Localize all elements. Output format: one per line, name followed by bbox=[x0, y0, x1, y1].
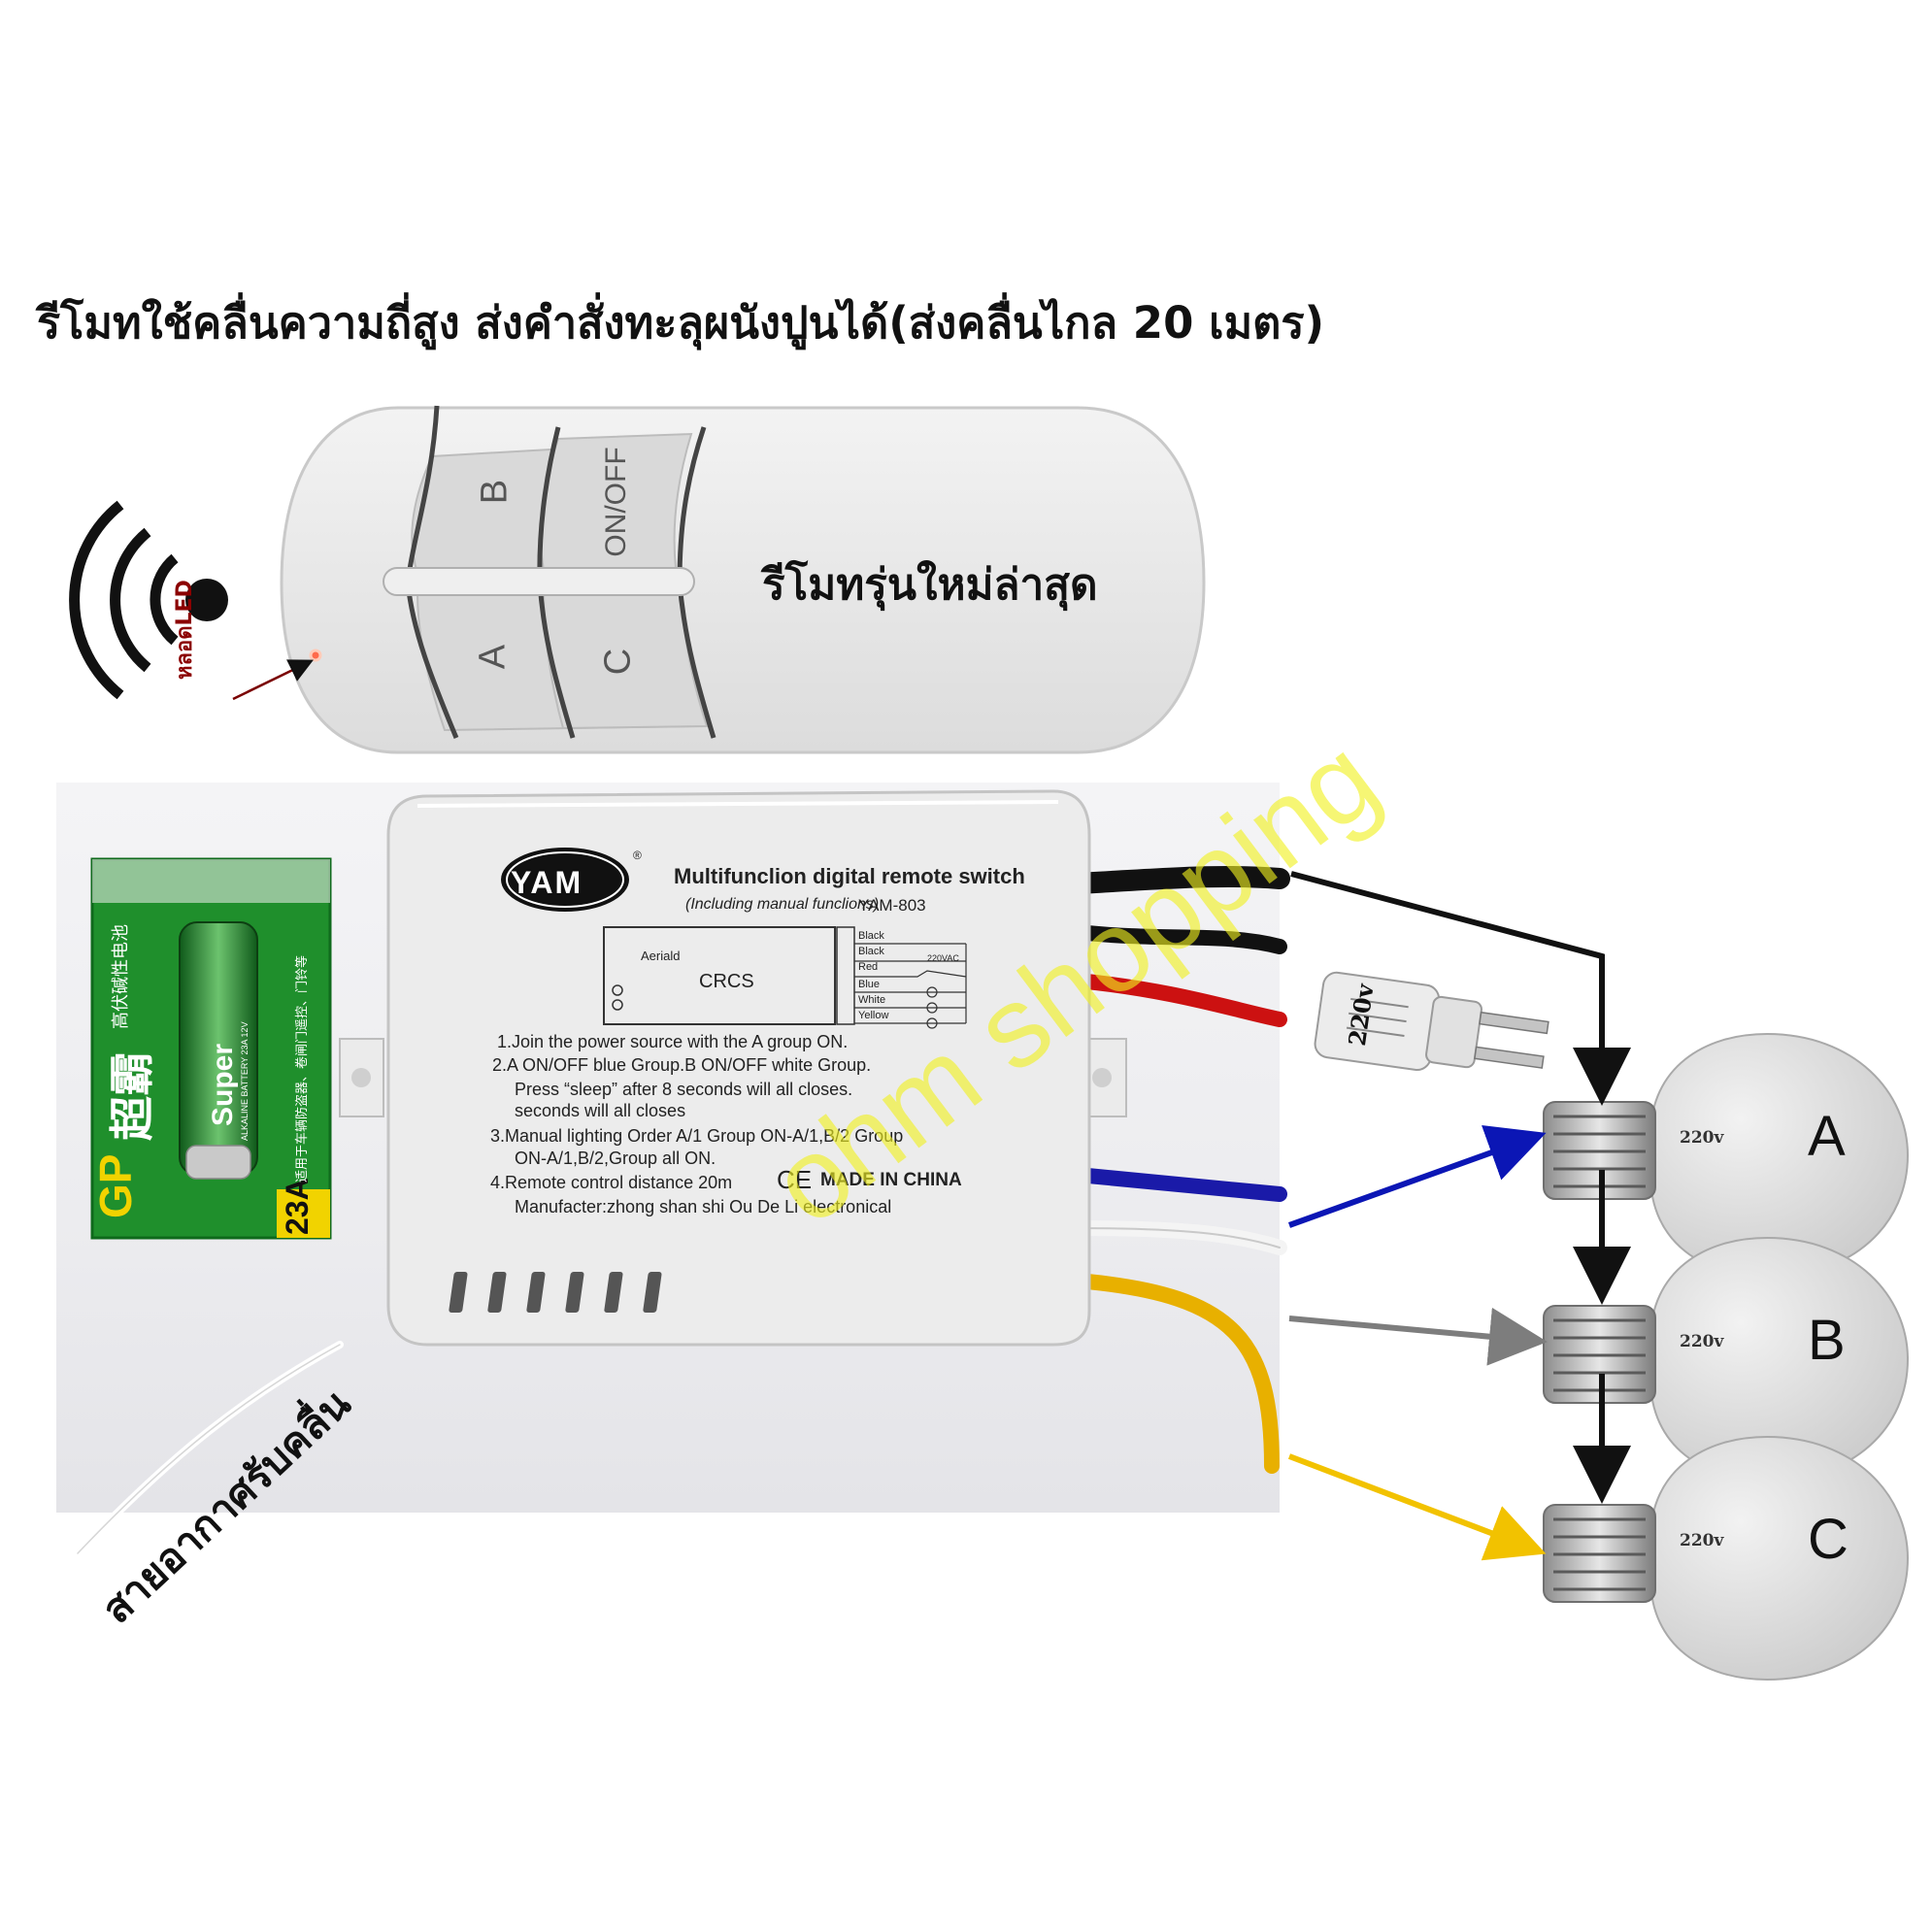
schematic-wire-white: White bbox=[858, 994, 886, 1006]
headline: รีโมทใช้คลื่นความถี่สูง ส่งคำสั่งทะลุผนั… bbox=[37, 297, 1325, 349]
mount-hole-left bbox=[351, 1068, 371, 1087]
bulb-c bbox=[1543, 1435, 1910, 1682]
ce-mark: CE bbox=[777, 1165, 813, 1194]
schematic-wire-blue: Blue bbox=[858, 979, 881, 990]
instruction-line: 1.Join the power source with the A group… bbox=[497, 1032, 849, 1051]
schematic-wire-black-1: Black bbox=[858, 930, 884, 942]
instruction-line: 4.Remote control distance 20m bbox=[490, 1173, 733, 1192]
arrow-black-to-a bbox=[1290, 871, 1631, 1106]
bulb-a bbox=[1543, 1032, 1910, 1279]
bulb-c-letter: C bbox=[1808, 1508, 1849, 1571]
remote-divider-bar bbox=[383, 567, 695, 596]
bulb-b-voltage: 220v bbox=[1680, 1332, 1724, 1351]
signal-icon bbox=[69, 500, 228, 700]
schematic-wire-red: Red bbox=[858, 961, 879, 973]
receiver-brand: YAM bbox=[511, 865, 583, 900]
bulb-b bbox=[1543, 1236, 1910, 1482]
led-label: หลอดLED bbox=[173, 580, 197, 680]
wire-red bbox=[1070, 973, 1287, 1027]
remote-led bbox=[309, 649, 322, 662]
battery-cell-cap bbox=[185, 1145, 251, 1180]
made-in-label: MADE IN CHINA bbox=[820, 1170, 962, 1190]
battery-model: 23A bbox=[280, 1178, 315, 1235]
receiver-highlight bbox=[416, 800, 1059, 808]
wire-white-edge bbox=[1077, 1227, 1281, 1249]
antenna-wire-edge bbox=[77, 1344, 341, 1554]
yam-logo bbox=[501, 848, 629, 912]
arrow-white-to-b bbox=[1288, 1307, 1548, 1366]
remote-control bbox=[280, 405, 1206, 754]
receiver-model: YAM-803 bbox=[858, 896, 926, 915]
bulb-a-voltage: 220v bbox=[1680, 1128, 1724, 1148]
bulb-a-letter: A bbox=[1808, 1105, 1846, 1168]
instruction-line: Press “sleep” after 8 seconds will all c… bbox=[515, 1080, 853, 1099]
receiver-product: Multifunclion digital remote switch bbox=[674, 864, 1025, 888]
battery-cell-label: Super bbox=[207, 1043, 239, 1126]
receiver-case bbox=[386, 789, 1091, 1347]
wire-yellow bbox=[1080, 1274, 1280, 1474]
remote-key-onoff-label: ON/OFF bbox=[600, 447, 632, 557]
schematic-wire-yellow: Yellow bbox=[858, 1010, 889, 1021]
wiring-arrows bbox=[1287, 871, 1631, 1561]
remote-key-a-label: A bbox=[472, 644, 514, 670]
wire-black-2 bbox=[1070, 924, 1287, 954]
instruction-line: 3.Manual lighting Order A/1 Group ON-A/1… bbox=[490, 1126, 904, 1146]
schematic-module-label: CRCS bbox=[699, 971, 754, 992]
arrow-yellow-to-c bbox=[1287, 1453, 1547, 1561]
schematic-wire-black-2: Black bbox=[858, 946, 884, 957]
registered-mark: ® bbox=[633, 849, 642, 862]
arrow-blue-to-a bbox=[1287, 1124, 1547, 1228]
bulb-c-voltage: 220v bbox=[1680, 1531, 1724, 1550]
schematic-lines bbox=[854, 943, 967, 1024]
battery-cell-small: ALKALINE BATTERY 23A 12V bbox=[240, 1021, 250, 1141]
schematic-voltage: 220VAC bbox=[927, 953, 959, 963]
remote-title: รีโมทรุ่นใหม่ล่าสุด bbox=[762, 560, 1098, 610]
battery-pack bbox=[90, 857, 332, 1240]
power-plug bbox=[1314, 971, 1549, 1072]
instruction-line: ON-A/1,B/2,Group all ON. bbox=[515, 1149, 716, 1168]
receiver-box bbox=[339, 789, 1127, 1347]
battery-chinese-name: 超霸 bbox=[106, 1051, 158, 1141]
receiver-wires bbox=[74, 865, 1290, 1557]
battery-brand: GP bbox=[90, 1153, 141, 1218]
wire-blue bbox=[1070, 1167, 1287, 1202]
instruction-line: Manufacter:zhong shan shi Ou De Li elect… bbox=[515, 1197, 892, 1216]
vent-slots bbox=[449, 1272, 662, 1313]
battery-side-text: 适用于车辆防盗器、卷闸门遥控、门铃等 bbox=[295, 954, 310, 1183]
bulb-b-letter: B bbox=[1808, 1309, 1846, 1372]
wire-black bbox=[1067, 865, 1290, 894]
instruction-line: seconds will all closes bbox=[515, 1101, 686, 1120]
schematic-antenna-label: Aeriald bbox=[641, 949, 681, 963]
led-pointer-arrow bbox=[232, 659, 314, 701]
battery-tag-yellow bbox=[277, 1189, 330, 1238]
instruction-line: 2.A ON/OFF blue Group.B ON/OFF white Gro… bbox=[492, 1055, 872, 1075]
battery-type: 高伏碱性电池 bbox=[111, 924, 131, 1029]
schematic-box bbox=[603, 926, 836, 1025]
remote-key-b-label: B bbox=[474, 479, 516, 505]
mount-hole-right bbox=[1092, 1068, 1112, 1087]
remote-key-c-label: C bbox=[597, 648, 639, 676]
receiver-subline: (Including manual funclions) bbox=[685, 896, 880, 913]
